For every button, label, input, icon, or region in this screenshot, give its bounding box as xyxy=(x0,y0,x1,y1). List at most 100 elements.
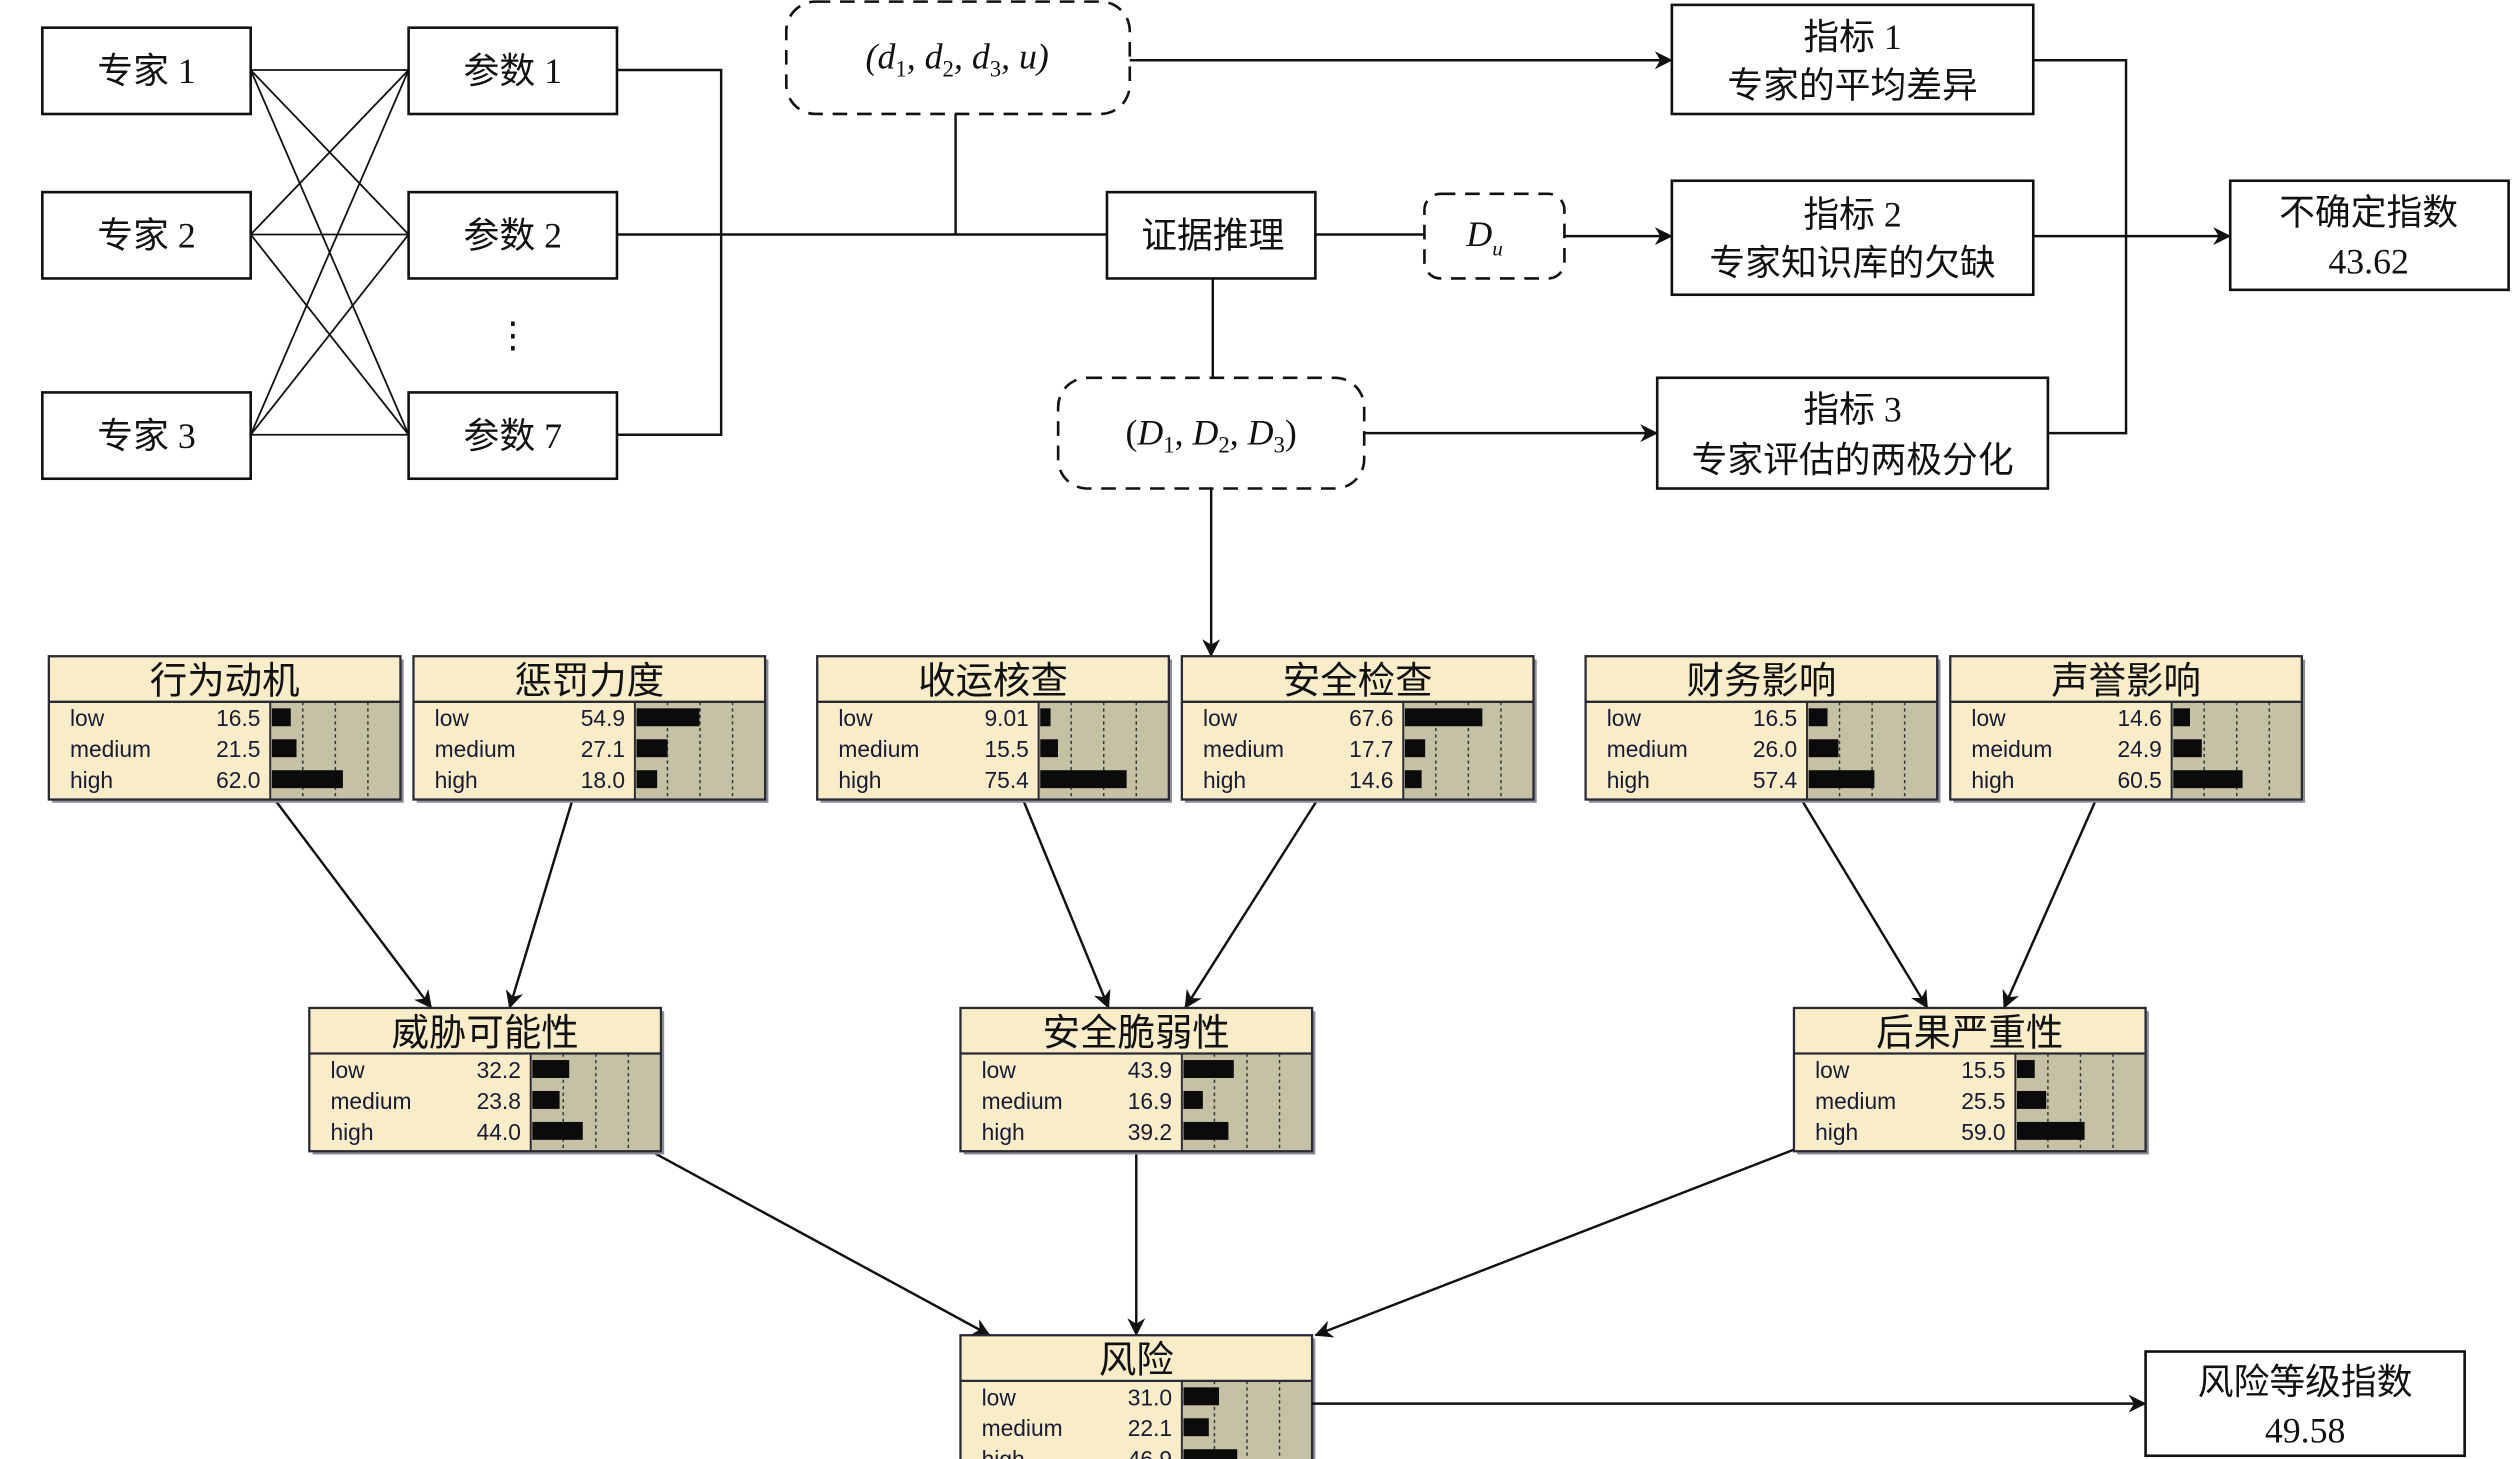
state-name: medium xyxy=(838,736,919,762)
state-bar xyxy=(532,1121,583,1140)
expert-parameter-links xyxy=(249,69,410,436)
indicator-desc: 专家知识库的欠缺 xyxy=(1709,243,1995,283)
state-bar xyxy=(2016,1121,2085,1140)
state-name: low xyxy=(1971,705,2006,731)
state-bar xyxy=(2016,1090,2047,1109)
state-bar xyxy=(636,770,658,789)
parameter-label: 参数 7 xyxy=(464,416,562,456)
state-name: low xyxy=(982,1384,1017,1410)
state-value: 15.5 xyxy=(984,736,1028,762)
state-name: high xyxy=(982,1446,1025,1459)
state-bar xyxy=(1183,1449,1238,1459)
indicator-box-1: 指标 1 专家的平均差异 xyxy=(1670,3,2035,116)
state-bar xyxy=(1404,708,1483,727)
state-value: 16.5 xyxy=(216,705,260,731)
state-bar xyxy=(2173,739,2202,758)
state-value: 14.6 xyxy=(2118,705,2162,731)
state-name: low xyxy=(1607,705,1642,731)
state-name: medium xyxy=(982,1415,1063,1441)
state-value: 23.8 xyxy=(477,1088,521,1114)
state-value: 44.0 xyxy=(477,1119,521,1145)
state-name: low xyxy=(70,705,105,731)
parameter-box-2: 参数 2 xyxy=(407,190,619,280)
state-name: low xyxy=(838,705,873,731)
node-header xyxy=(960,1335,1313,1381)
du-label: Du xyxy=(1465,214,1502,261)
bn-edge-secinsp-to-vuln xyxy=(1184,797,1320,1009)
state-name: high xyxy=(1203,767,1246,793)
state-name: high xyxy=(1815,1119,1858,1145)
expert-box-1: 专家 1 xyxy=(41,26,252,116)
D-tuple-label: (D1, D2, D3) xyxy=(1125,413,1296,458)
node-frame xyxy=(412,655,767,801)
node-header xyxy=(1950,656,2302,702)
parameter-label: 参数 2 xyxy=(464,216,562,256)
node-body xyxy=(1181,701,1404,800)
expert-label: 专家 1 xyxy=(97,51,195,91)
state-value: 43.9 xyxy=(1128,1057,1172,1083)
state-name: medium xyxy=(1203,736,1284,762)
expert-box-2: 专家 2 xyxy=(41,190,252,280)
bn-edge-finance-to-conseq xyxy=(1799,797,1929,1009)
state-name: low xyxy=(330,1057,365,1083)
node-header xyxy=(1793,1007,2146,1054)
state-name: medium xyxy=(435,736,516,762)
uncertainty-index-value: 43.62 xyxy=(2328,242,2409,282)
bn-edge-reputation-to-conseq xyxy=(2002,797,2098,1009)
state-bar xyxy=(1040,708,1051,727)
state-name: meidum xyxy=(1971,736,2052,762)
d-tuple-label: (d1, d2, d3, u) xyxy=(866,36,1049,81)
state-name: low xyxy=(1203,705,1238,731)
state-value: 26.0 xyxy=(1753,736,1797,762)
state-bar xyxy=(1808,739,1839,758)
state-value: 32.2 xyxy=(477,1057,521,1083)
indicator-title: 指标 1 xyxy=(1803,17,1901,57)
state-value: 17.7 xyxy=(1349,736,1393,762)
state-value: 16.5 xyxy=(1753,705,1797,731)
parameter-collector-lines xyxy=(616,68,1107,436)
evidence-reasoning-label: 证据推理 xyxy=(1141,216,1284,256)
state-bar xyxy=(1183,1418,1209,1437)
indicator-title: 指标 2 xyxy=(1803,194,1901,234)
parameter-label: 参数 1 xyxy=(464,51,562,91)
state-name: medium xyxy=(982,1088,1063,1114)
uncertainty-index-label: 不确定指数 xyxy=(2279,193,2458,233)
state-value: 67.6 xyxy=(1349,705,1393,731)
state-name: high xyxy=(838,767,881,793)
state-bar xyxy=(1808,708,1828,727)
state-bar xyxy=(2016,1060,2035,1078)
expert-box-3: 专家 3 xyxy=(41,391,252,481)
state-name: low xyxy=(982,1057,1017,1083)
state-value: 18.0 xyxy=(581,767,625,793)
node-header xyxy=(48,656,401,702)
bn-edge-threat-to-risk xyxy=(647,1148,991,1337)
state-value: 60.5 xyxy=(2118,767,2162,793)
state-value: 39.2 xyxy=(1128,1119,1172,1145)
node-title: 安全检查 xyxy=(1283,661,1433,703)
node-title: 安全脆弱性 xyxy=(1043,1012,1230,1054)
D-tuple-box: (D1, D2, D3) xyxy=(1056,376,1366,490)
risk-level-index-box: 风险等级指数 49.58 xyxy=(2144,1350,2466,1458)
state-bar xyxy=(1183,1121,1229,1140)
state-value: 31.0 xyxy=(1128,1384,1172,1410)
node-frame xyxy=(959,1006,1314,1153)
node-title: 惩罚力度 xyxy=(514,661,664,703)
risk-level-index-value: 49.58 xyxy=(2265,1411,2346,1451)
state-bar xyxy=(532,1090,560,1109)
node-body xyxy=(413,701,635,800)
state-bar xyxy=(636,739,668,758)
state-bar xyxy=(1404,739,1426,758)
node-body xyxy=(817,701,1039,800)
indicator-box-2: 指标 2 专家知识库的欠缺 xyxy=(1670,179,2035,297)
state-bar xyxy=(1183,1060,1234,1078)
